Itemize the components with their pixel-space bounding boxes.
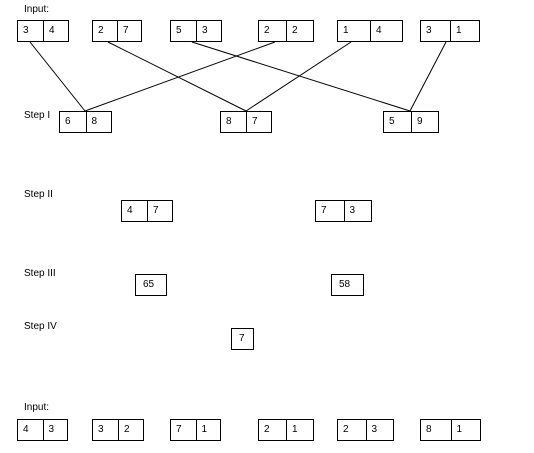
connector-line <box>409 41 447 112</box>
pair-value: 2 <box>264 25 270 36</box>
pair-value: 2 <box>286 21 313 41</box>
input-bottom-pair-1: 4 3 <box>17 419 68 441</box>
input-top-pair-6: 3 1 <box>420 20 480 42</box>
pair-value: 1 <box>450 21 479 41</box>
step3-label: Step III <box>24 268 56 279</box>
connector-line <box>84 41 276 112</box>
pair-value: 1 <box>450 420 481 440</box>
input-top-pair-1: 3 4 <box>17 20 69 42</box>
pair-value: 2 <box>264 424 270 435</box>
step1-pair-2: 8 7 <box>220 111 272 133</box>
step1-pair-3: 5 9 <box>383 111 439 133</box>
pair-value: 3 <box>343 201 372 221</box>
pair-value: 3 <box>426 25 432 36</box>
pair-value: 3 <box>196 21 221 41</box>
step2-pair-1: 4 7 <box>121 200 173 222</box>
pair-value: 3 <box>98 424 104 435</box>
input-top-pair-2: 2 7 <box>92 20 142 42</box>
pair-value: 4 <box>370 21 402 41</box>
input-top-pair-5: 1 4 <box>337 20 403 42</box>
pair-value: 8 <box>85 112 112 132</box>
step3-box-1: 65 <box>135 274 167 296</box>
pair-value: 3 <box>23 25 29 36</box>
pair-value: 2 <box>343 424 349 435</box>
input-bottom-pair-2: 3 2 <box>92 419 144 441</box>
pair-value: 4 <box>23 424 29 435</box>
step1-pair-1: 6 8 <box>59 111 112 133</box>
input-bottom-pair-4: 2 1 <box>258 419 314 441</box>
input-bottom-pair-3: 7 1 <box>170 419 221 441</box>
pair-value: 7 <box>321 205 327 216</box>
pair-value: 5 <box>176 25 182 36</box>
pair-value: 3 <box>42 420 68 440</box>
input-bottom-pair-5: 2 3 <box>337 419 394 441</box>
step1-label: Step I <box>24 110 51 121</box>
connector-line <box>29 41 86 112</box>
pair-value: 7 <box>246 112 271 132</box>
input-top-pair-4: 2 2 <box>258 20 314 42</box>
pair-value: 8 <box>226 116 232 127</box>
input-top-label: Input: <box>24 4 50 15</box>
pair-value: 5 <box>389 116 395 127</box>
input-bottom-pair-6: 8 1 <box>420 419 481 441</box>
input-top-pair-3: 5 3 <box>170 20 222 42</box>
connector-line <box>191 41 411 112</box>
pair-value: 8 <box>426 424 432 435</box>
step2-pair-2: 7 3 <box>315 200 372 222</box>
step4-label: Step IV <box>24 321 57 332</box>
pair-value: 4 <box>127 205 133 216</box>
connector-line <box>107 41 247 112</box>
pair-value: 1 <box>195 420 221 440</box>
step4-box: 7 <box>231 328 254 350</box>
pair-value: 9 <box>411 112 438 132</box>
pair-value: 7 <box>117 21 141 41</box>
pair-value: 7 <box>176 424 182 435</box>
step3-box-2: 58 <box>331 274 364 296</box>
pair-value: 1 <box>286 420 313 440</box>
pair-value: 4 <box>43 21 68 41</box>
pair-value: 3 <box>365 420 394 440</box>
step2-label: Step II <box>24 189 53 200</box>
pair-value: 7 <box>147 201 172 221</box>
pair-value: 2 <box>98 25 104 36</box>
input-bottom-label: Input: <box>24 402 50 413</box>
pair-value: 6 <box>65 116 71 127</box>
pair-value: 1 <box>343 25 349 36</box>
connector-line <box>245 41 352 112</box>
pair-value: 2 <box>118 420 143 440</box>
